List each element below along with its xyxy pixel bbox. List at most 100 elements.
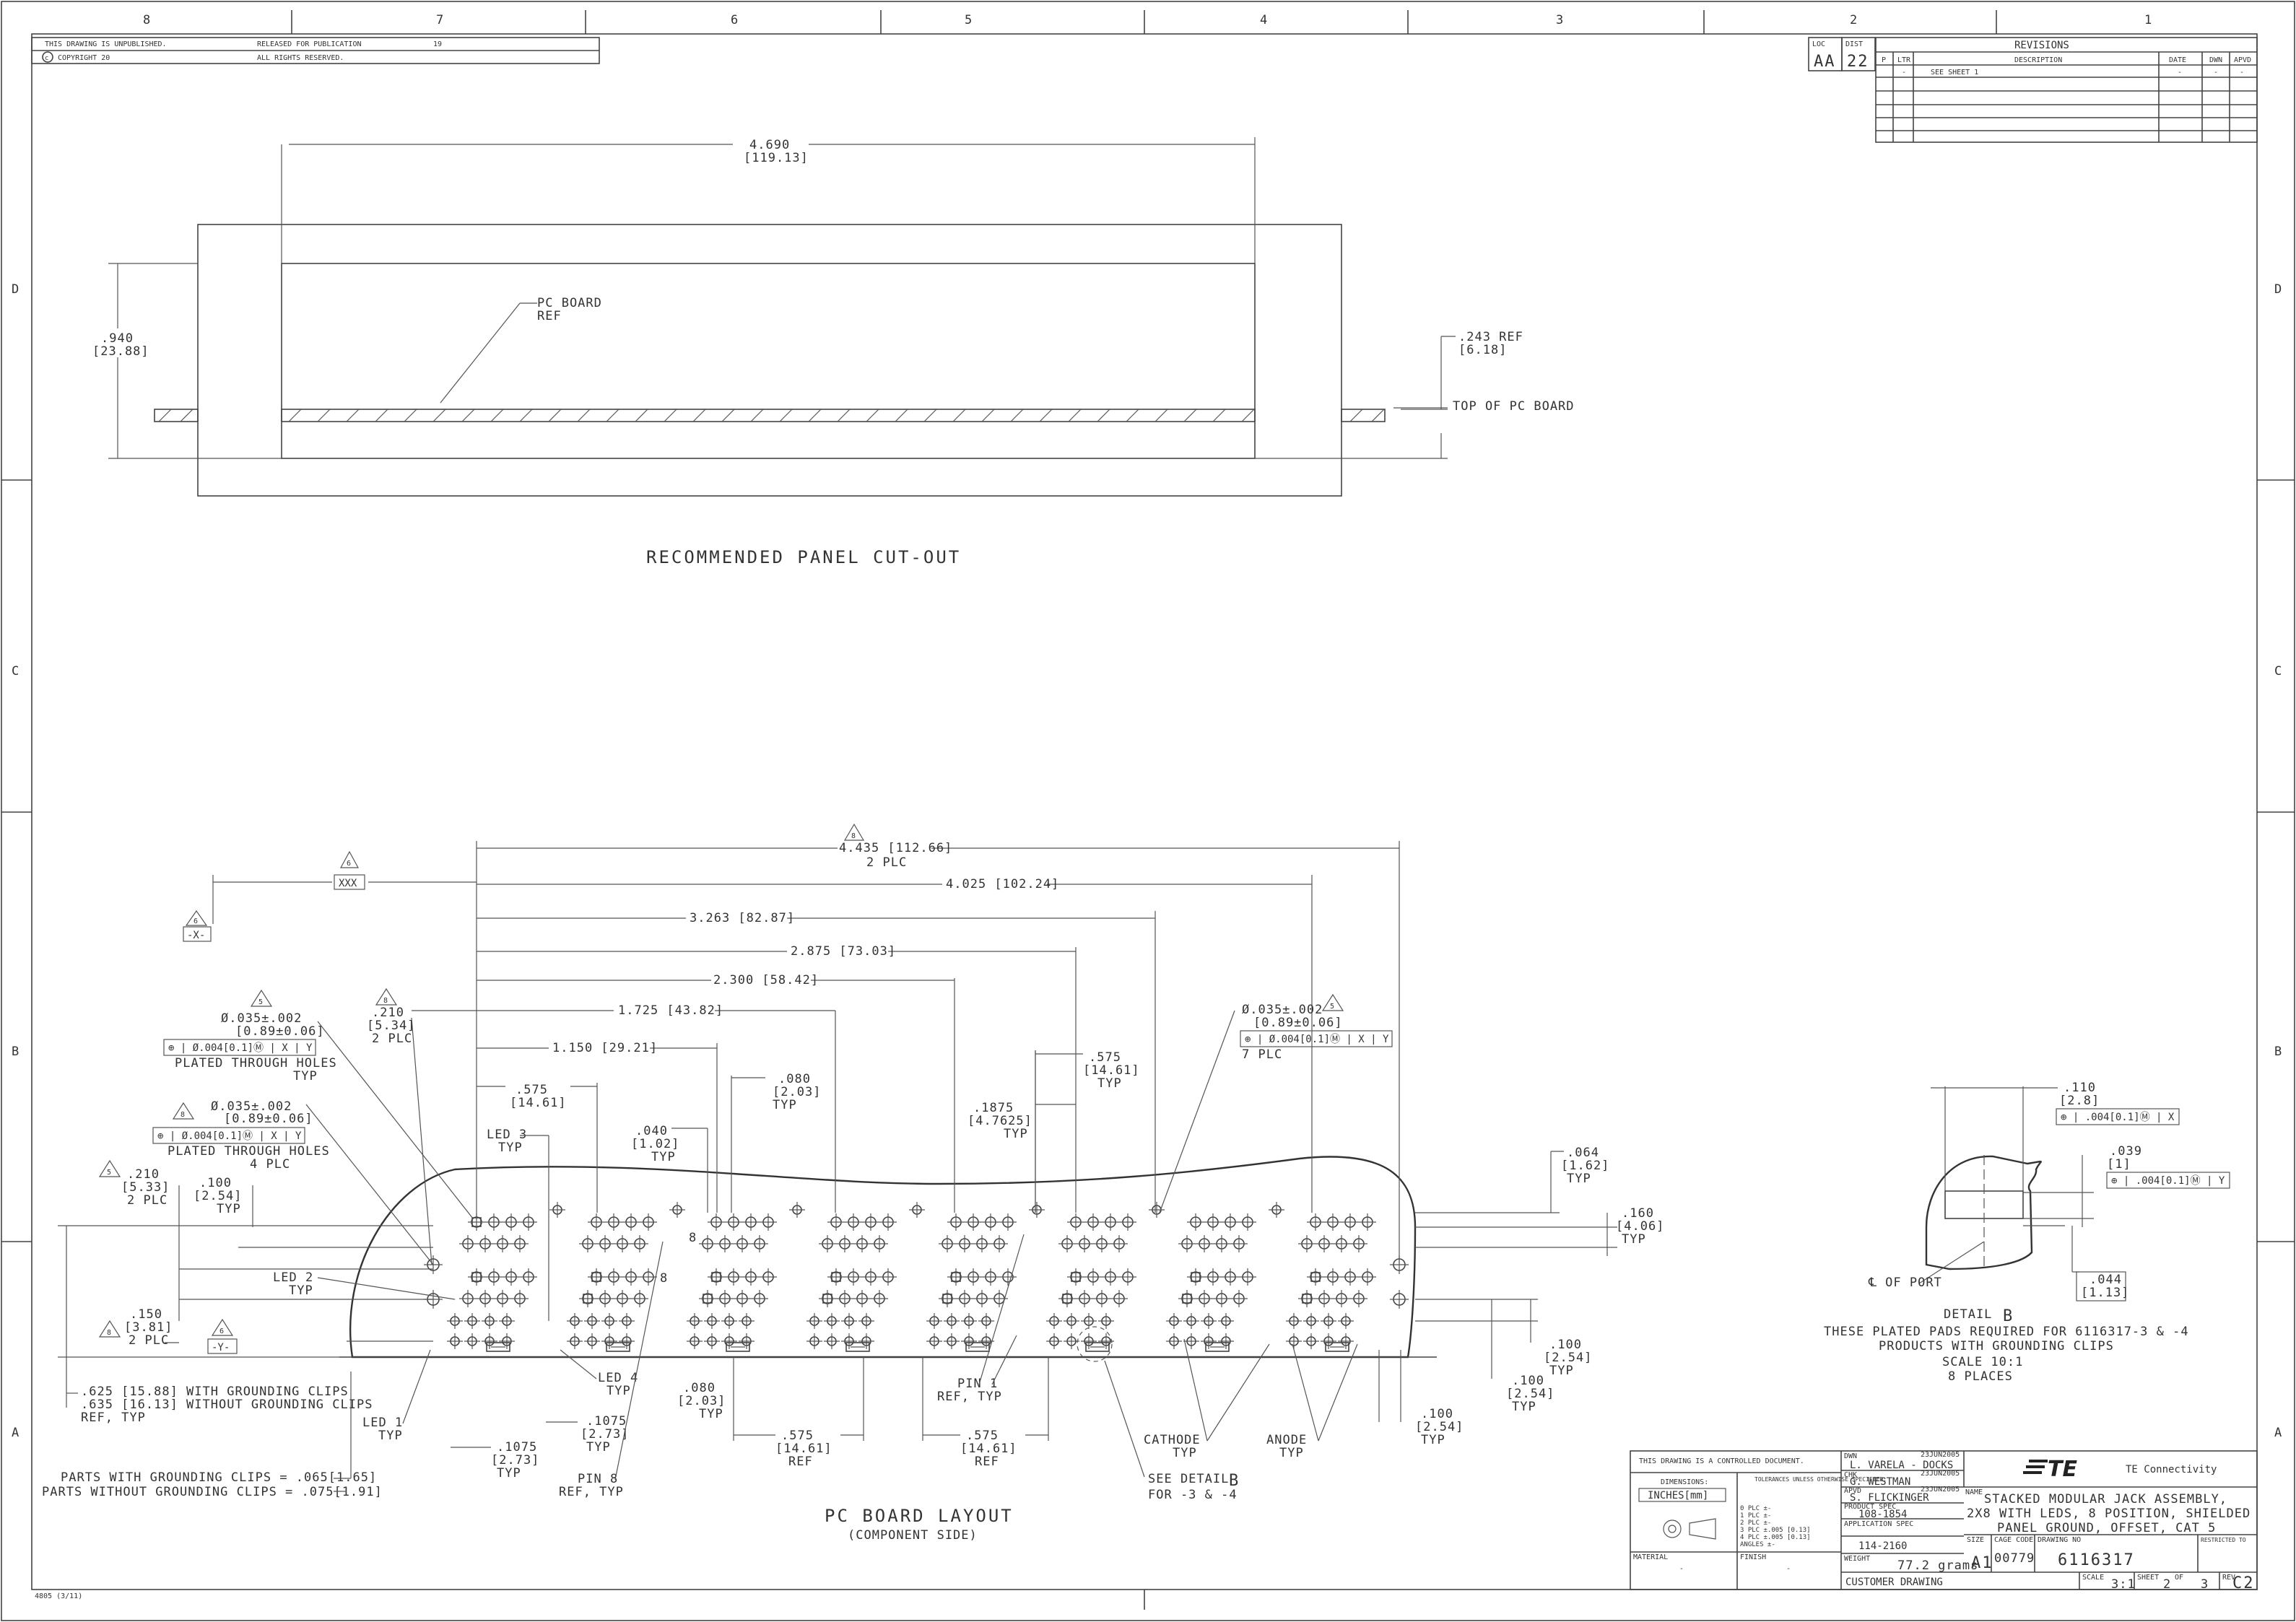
form-number: 4805 (3/11) [35, 1592, 82, 1600]
hole-crosshair [982, 1213, 999, 1231]
hole-crosshair [579, 1290, 596, 1307]
hole-crosshair [494, 1290, 511, 1307]
hole-crosshair [806, 1313, 822, 1329]
hole-crosshair [1178, 1290, 1196, 1307]
led-slot [1325, 1342, 1349, 1352]
hole-crosshair [879, 1268, 897, 1286]
zone-4: 4 [1260, 13, 1268, 27]
header-note: THIS DRAWING IS UNPUBLISHED. RELEASED FO… [31, 37, 600, 64]
hole-crosshair [1067, 1213, 1084, 1231]
hole-crosshair [742, 1268, 760, 1286]
dim-2-875: 2.875 [73.03] [791, 944, 896, 959]
apvd-date: 23JUN2005 [1921, 1486, 1960, 1494]
board-outline [349, 1156, 1417, 1359]
see-detail-for: FOR -3 & -4 [1148, 1488, 1238, 1502]
hole-crosshair [827, 1268, 845, 1286]
hole-crosshair [1166, 1313, 1182, 1329]
led-slot [726, 1342, 750, 1352]
hole-crosshair [1110, 1290, 1128, 1307]
hole-crosshair [704, 1333, 720, 1349]
rev-row-description: SEE SHEET 1 [1931, 69, 1978, 77]
hole-crosshair [482, 1313, 497, 1329]
hole3-frame: ⊕ | Ø.004[0.1]Ⓜ | X | Y [1245, 1034, 1389, 1045]
hole-crosshair [468, 1268, 485, 1286]
copyright-icon [42, 51, 53, 63]
dim-575b: .575 [1089, 1050, 1121, 1065]
hole-crosshair [699, 1235, 716, 1252]
hole-crosshair [1046, 1313, 1062, 1329]
zone-d-right: D [2274, 282, 2282, 297]
hole-crosshair [1183, 1313, 1199, 1329]
hole-crosshair [596, 1290, 614, 1307]
hole-crosshair [909, 1202, 925, 1218]
dwn-date: 23JUN2005 [1921, 1451, 1960, 1459]
hole-crosshair [806, 1333, 822, 1349]
tol-row-3: 3 PLC ±.005 [0.13] [1740, 1527, 1811, 1534]
led3-typ: TYP [498, 1141, 523, 1155]
anode-label: ANODE [1266, 1433, 1307, 1447]
pc-board-layout-subtitle: (COMPONENT SIDE) [848, 1528, 978, 1543]
hole-crosshair [751, 1290, 768, 1307]
tol-row-5: ANGLES ±- [1740, 1541, 1775, 1548]
hole-crosshair [1058, 1235, 1076, 1252]
detail-b-scale: SCALE 10:1 [1942, 1355, 2023, 1369]
hole-crosshair [1307, 1213, 1324, 1231]
detail-dim-110-mm: [2.8] [2059, 1094, 2100, 1108]
detail-b-letter: B [2003, 1307, 2014, 1325]
sheet-of-label: OF [2175, 1574, 2183, 1582]
hole-crosshair [751, 1235, 768, 1252]
panel-outline [197, 224, 1342, 497]
sheet-total: 3 [2201, 1577, 2209, 1592]
zone-6: 6 [731, 13, 739, 27]
hole-crosshair [614, 1235, 631, 1252]
flag-6-y [211, 1318, 234, 1336]
hole-crosshair [965, 1268, 982, 1286]
anode-typ: TYP [1279, 1446, 1304, 1460]
hole2-mm: [0.89±0.06] [224, 1112, 313, 1126]
led4-label: LED 4 [598, 1371, 638, 1385]
drawing-name-line2: 2X8 WITH LEDS, 8 POSITION, SHIELDED [1967, 1507, 2251, 1521]
finish-value: - [1786, 1565, 1791, 1573]
dim-150-mm: [3.81] [124, 1320, 173, 1335]
led-slot [965, 1342, 990, 1352]
hole-crosshair [734, 1235, 751, 1252]
flag-5-holes3-text: 5 [1330, 1003, 1334, 1011]
tol-row-1: 1 PLC ±- [1740, 1512, 1771, 1519]
dim-1075b: .1075 [586, 1414, 627, 1429]
cutout-outline [281, 263, 1256, 459]
hole-crosshair [944, 1333, 960, 1349]
flag-8-150 [98, 1320, 121, 1338]
dim-1875: .1875 [973, 1101, 1014, 1115]
rev-value: C2 [2232, 1574, 2255, 1592]
zone-7: 7 [436, 13, 444, 27]
dim-4-025: 4.025 [102.24] [946, 877, 1059, 891]
hole-crosshair [871, 1235, 888, 1252]
hole-crosshair [503, 1268, 520, 1286]
hole-crosshair [1196, 1235, 1213, 1252]
hole-crosshair [824, 1313, 840, 1329]
hole-crosshair [477, 1235, 494, 1252]
hole-crosshair [879, 1213, 897, 1231]
dim-210b-plc: 2 PLC [127, 1193, 168, 1208]
hole-crosshair [622, 1268, 640, 1286]
flag-5-210b [98, 1159, 121, 1177]
dim-4-435: 4.435 [112.66] [839, 841, 952, 855]
hole-crosshair [956, 1235, 973, 1252]
hole-crosshair [1204, 1213, 1222, 1231]
hole-crosshair [1201, 1333, 1217, 1349]
chk-date: 23JUN2005 [1921, 1470, 1960, 1478]
dim-100d-mm: [2.54] [1415, 1420, 1464, 1434]
flag-5-holes3 [1321, 993, 1344, 1011]
hole-crosshair [549, 1202, 565, 1218]
hole-crosshair [494, 1235, 511, 1252]
hole-crosshair [482, 1333, 497, 1349]
tol-row-4: 4 PLC ±.005 [0.13] [1740, 1534, 1811, 1541]
hole2-dia: Ø.035±.002 [211, 1099, 292, 1114]
dim-575b-mm: [14.61] [1083, 1063, 1140, 1078]
hole-crosshair [1321, 1333, 1336, 1349]
drawing-name-line3: PANEL GROUND, OFFSET, CAT 5 [1997, 1521, 2216, 1535]
dim-575d-ref: REF [975, 1455, 999, 1469]
hole-crosshair [1239, 1268, 1256, 1286]
led-slot [1205, 1342, 1230, 1352]
